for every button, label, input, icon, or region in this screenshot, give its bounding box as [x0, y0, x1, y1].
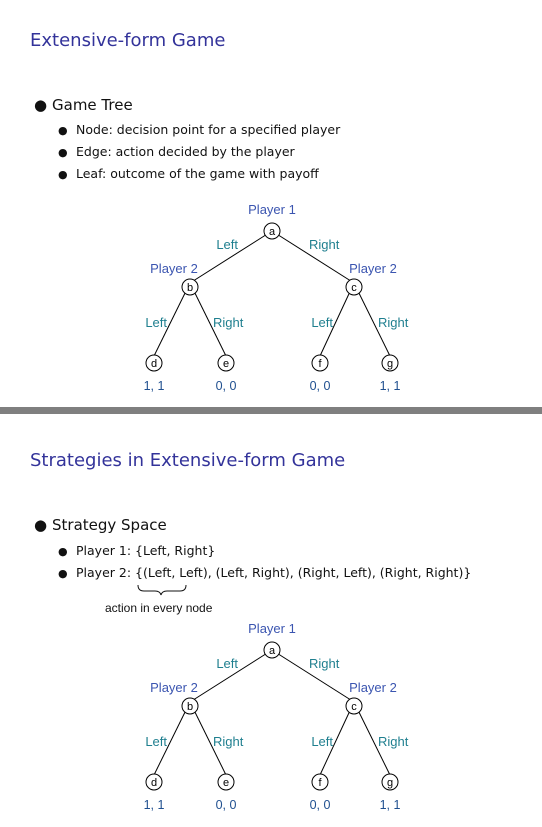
leaf-d [145, 773, 163, 791]
subbullet-text: Player 2: {(Left, Left), (Left, Right), … [76, 565, 472, 580]
leaf-g-label: g [387, 358, 393, 370]
edge-b-e [189, 282, 227, 357]
edge-label-b-left: Left [145, 734, 167, 749]
subbullet-edge: ● Edge: action decided by the player [58, 144, 295, 159]
leaf-e-label: e [223, 358, 229, 370]
edge-c-f [319, 282, 355, 357]
bullet-dot: ● [58, 567, 68, 580]
leaf-d-label: d [151, 777, 157, 789]
subbullet-player2: ● Player 2: {(Left, Left), (Left, Right),… [58, 565, 471, 580]
leaf-g [381, 773, 399, 791]
node-a-label: a [269, 645, 276, 657]
bullet-dot: ● [58, 545, 68, 558]
edge-a-b [189, 230, 273, 284]
edge-label-left: Left [216, 656, 238, 671]
edge-a-c [271, 230, 355, 284]
root-player-label: Player 1 [248, 202, 296, 217]
curly-brace [137, 584, 187, 596]
edge-b-e [189, 701, 227, 776]
payoff-f: 0, 0 [310, 379, 331, 393]
leaf-f [311, 773, 329, 791]
edge-c-f [319, 701, 355, 776]
edge-label-c-right: Right [378, 315, 409, 330]
node-c-label: c [351, 701, 357, 713]
brace-path [137, 584, 187, 596]
node-c [345, 697, 363, 715]
leaf-e-label: e [223, 777, 229, 789]
subbullet-player1: ● Player 1: {Left, Right} [58, 543, 215, 558]
bullet-dot: ● [58, 124, 68, 137]
edge-a-c [271, 649, 355, 703]
payoff-e: 0, 0 [216, 798, 237, 812]
bullet-text: Game Tree [52, 96, 133, 114]
leaf-f-label: f [318, 358, 322, 370]
subbullet-text: Leaf: outcome of the game with payoff [76, 166, 319, 181]
node-a [263, 222, 281, 240]
player2-left-label: Player 2 [150, 680, 198, 695]
bullet-dot: ● [34, 516, 48, 534]
node-b [181, 278, 199, 296]
node-b-label: b [187, 701, 193, 713]
subbullet-text: Player 1: {Left, Right} [76, 543, 216, 558]
bullet-text: Strategy Space [52, 516, 167, 534]
node-b [181, 697, 199, 715]
slide-divider [0, 407, 542, 414]
bullet-dot: ● [58, 168, 68, 181]
root-player-label: Player 1 [248, 621, 296, 636]
edge-label-b-left: Left [145, 315, 167, 330]
subbullet-text: Node: decision point for a specified pla… [76, 122, 341, 137]
subbullet-text: Edge: action decided by the player [76, 144, 295, 159]
subbullet-leaf: ● Leaf: outcome of the game with payoff [58, 166, 319, 181]
bullet-game-tree: ●Game Tree [34, 96, 133, 114]
edge-label-right: Right [309, 237, 340, 252]
leaf-f-label: f [318, 777, 322, 789]
leaf-d [145, 354, 163, 372]
leaf-d-label: d [151, 358, 157, 370]
slide-title: Strategies in Extensive-form Game [30, 450, 346, 471]
edge-label-b-right: Right [213, 734, 244, 749]
payoff-d: 1, 1 [144, 379, 165, 393]
edge-label-b-right: Right [213, 315, 244, 330]
payoff-e: 0, 0 [216, 379, 237, 393]
edge-a-b [189, 649, 273, 703]
brace-annotation: action in every node [105, 601, 213, 615]
bullet-dot: ● [34, 96, 48, 114]
player2-right-label: Player 2 [349, 680, 397, 695]
leaf-e [217, 773, 235, 791]
payoff-g: 1, 1 [380, 798, 401, 812]
leaf-g [381, 354, 399, 372]
subbullet-node: ● Node: decision point for a specified pl… [58, 122, 340, 137]
edge-b-d [153, 282, 191, 357]
edge-c-g [353, 701, 391, 776]
bullet-strategy-space: ●Strategy Space [34, 516, 167, 534]
player2-left-label: Player 2 [150, 261, 198, 276]
player2-right-label: Player 2 [349, 261, 397, 276]
leaf-g-label: g [387, 777, 393, 789]
game-tree-diagram: a b c d e f g Player 1 Left Right Player… [144, 202, 409, 393]
edge-b-d [153, 701, 191, 776]
node-c-label: c [351, 282, 357, 294]
payoff-f: 0, 0 [310, 798, 331, 812]
payoff-g: 1, 1 [380, 379, 401, 393]
slide-strategies: Strategies in Extensive-form Game ●Strat… [0, 414, 542, 827]
edge-label-c-right: Right [378, 734, 409, 749]
payoff-d: 1, 1 [144, 798, 165, 812]
leaf-e [217, 354, 235, 372]
slide-extensive-form-game: Extensive-form Game ●Game Tree ●Node: de… [0, 0, 542, 407]
edge-label-left: Left [216, 237, 238, 252]
edge-label-c-left: Left [311, 734, 333, 749]
node-a [263, 641, 281, 659]
slide-title: Extensive-form Game [30, 30, 226, 51]
bullet-dot: ● [58, 146, 68, 159]
edge-c-g [353, 282, 391, 357]
game-tree-diagram: a b c d e f g Player 1 Left Right Player… [144, 621, 409, 812]
node-b-label: b [187, 282, 193, 294]
node-c [345, 278, 363, 296]
edge-label-right: Right [309, 656, 340, 671]
leaf-f [311, 354, 329, 372]
node-a-label: a [269, 226, 276, 238]
edge-label-c-left: Left [311, 315, 333, 330]
